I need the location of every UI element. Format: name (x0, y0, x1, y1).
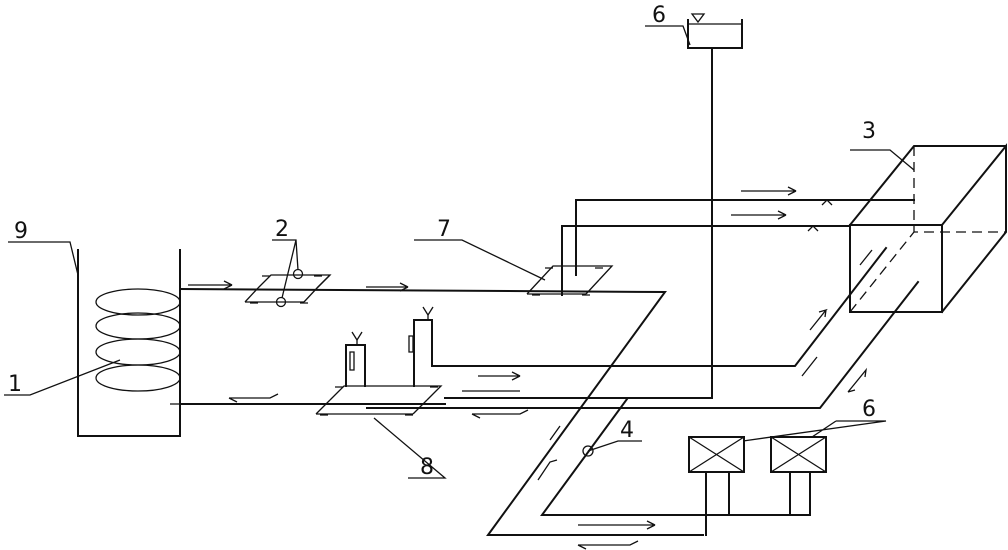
label-7: 7 (437, 217, 451, 242)
label-3: 3 (862, 119, 876, 144)
label-8: 8 (420, 455, 434, 480)
tank-9 (77, 249, 181, 437)
radiator-3 (848, 143, 1007, 314)
flow-arrows (188, 186, 873, 550)
expansion-tank-6 (687, 13, 743, 49)
label-2: 2 (275, 217, 289, 242)
return-pipes (179, 246, 920, 409)
coil-1 (95, 288, 181, 405)
label-9: 9 (14, 219, 28, 244)
label-6-top: 6 (652, 3, 666, 28)
units-6 (688, 436, 827, 536)
supply-pipe (178, 287, 704, 536)
label-4: 4 (620, 418, 634, 443)
z-return-pipe (540, 397, 707, 516)
manifold-8 (315, 306, 443, 416)
pump-4 (582, 445, 594, 457)
manifold-7 (526, 265, 614, 296)
label-1: 1 (8, 372, 22, 397)
leader-lines (4, 25, 915, 479)
expansion-pipe (444, 47, 713, 399)
manifold-2 (244, 268, 332, 308)
label-6-units: 6 (862, 397, 876, 422)
branch-pipes-to-3 (561, 199, 915, 296)
